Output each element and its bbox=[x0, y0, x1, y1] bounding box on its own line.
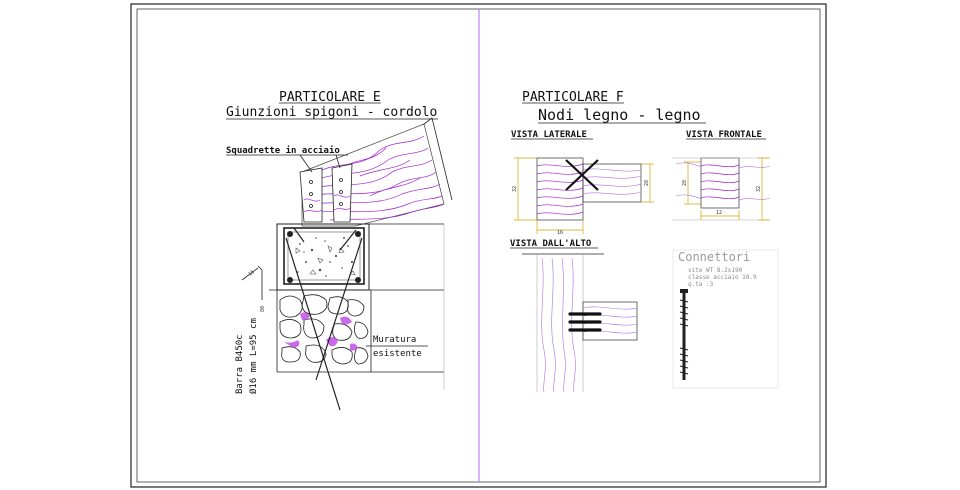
side-dim-w: 16 bbox=[557, 230, 563, 236]
detail-e-title: PARTICOLARE E bbox=[279, 90, 381, 105]
concrete-ring-beam bbox=[269, 223, 444, 291]
side-dim-h-right: 28 bbox=[644, 180, 650, 186]
connectors-panel: Connettori vite WT 8.2x190 classe acciai… bbox=[672, 249, 779, 389]
detail-f-subtitle: Nodi legno - legno bbox=[538, 106, 701, 124]
connectors-line-3: q.ta :3 bbox=[688, 281, 714, 288]
side-view bbox=[514, 157, 654, 234]
screw-icon bbox=[679, 289, 689, 380]
dim-80: 80 bbox=[260, 306, 266, 312]
detail-e-subtitle: Giunzioni spigoni - cordolo bbox=[226, 105, 437, 120]
connectors-title: Connettori bbox=[678, 250, 750, 264]
front-dim-h-left: 28 bbox=[682, 180, 688, 186]
outer-frame bbox=[130, 3, 827, 488]
connectors-line-1: vite WT 8.2x190 bbox=[688, 267, 743, 274]
detail-f: PARTICOLARE F Nodi legno - legno VISTA L… bbox=[510, 90, 779, 393]
masonry-label-2: esistente bbox=[373, 349, 422, 359]
side-dim-h-left: 32 bbox=[512, 186, 518, 192]
detail-f-title: PARTICOLARE F bbox=[522, 90, 624, 105]
ridge-beam bbox=[301, 117, 453, 227]
existing-masonry bbox=[276, 224, 445, 390]
rebar-bars bbox=[241, 227, 363, 411]
bar-label-2: Ø16 mm L=95 cm bbox=[248, 318, 259, 394]
brackets-label: Squadrette in acciaio bbox=[226, 145, 340, 156]
front-dim-h-right: 32 bbox=[756, 186, 762, 192]
front-view bbox=[672, 157, 771, 221]
connectors-line-2: classe acciaio 10.9 bbox=[688, 274, 757, 281]
view-side-label: VISTA LATERALE bbox=[511, 130, 587, 140]
dim-15: 15 bbox=[247, 269, 255, 277]
view-top-label: VISTA DALL'ALTO bbox=[510, 239, 592, 249]
view-front-label: VISTA FRONTALE bbox=[686, 130, 762, 140]
top-view bbox=[522, 253, 638, 393]
steel-brackets bbox=[299, 163, 353, 223]
bar-label-1: Barra B450c bbox=[235, 334, 245, 394]
masonry-label-1: Muratura bbox=[373, 335, 416, 345]
front-dim-w: 12 bbox=[716, 210, 722, 216]
detail-e: PARTICOLARE E Giunzioni spigoni - cordol… bbox=[226, 90, 453, 411]
